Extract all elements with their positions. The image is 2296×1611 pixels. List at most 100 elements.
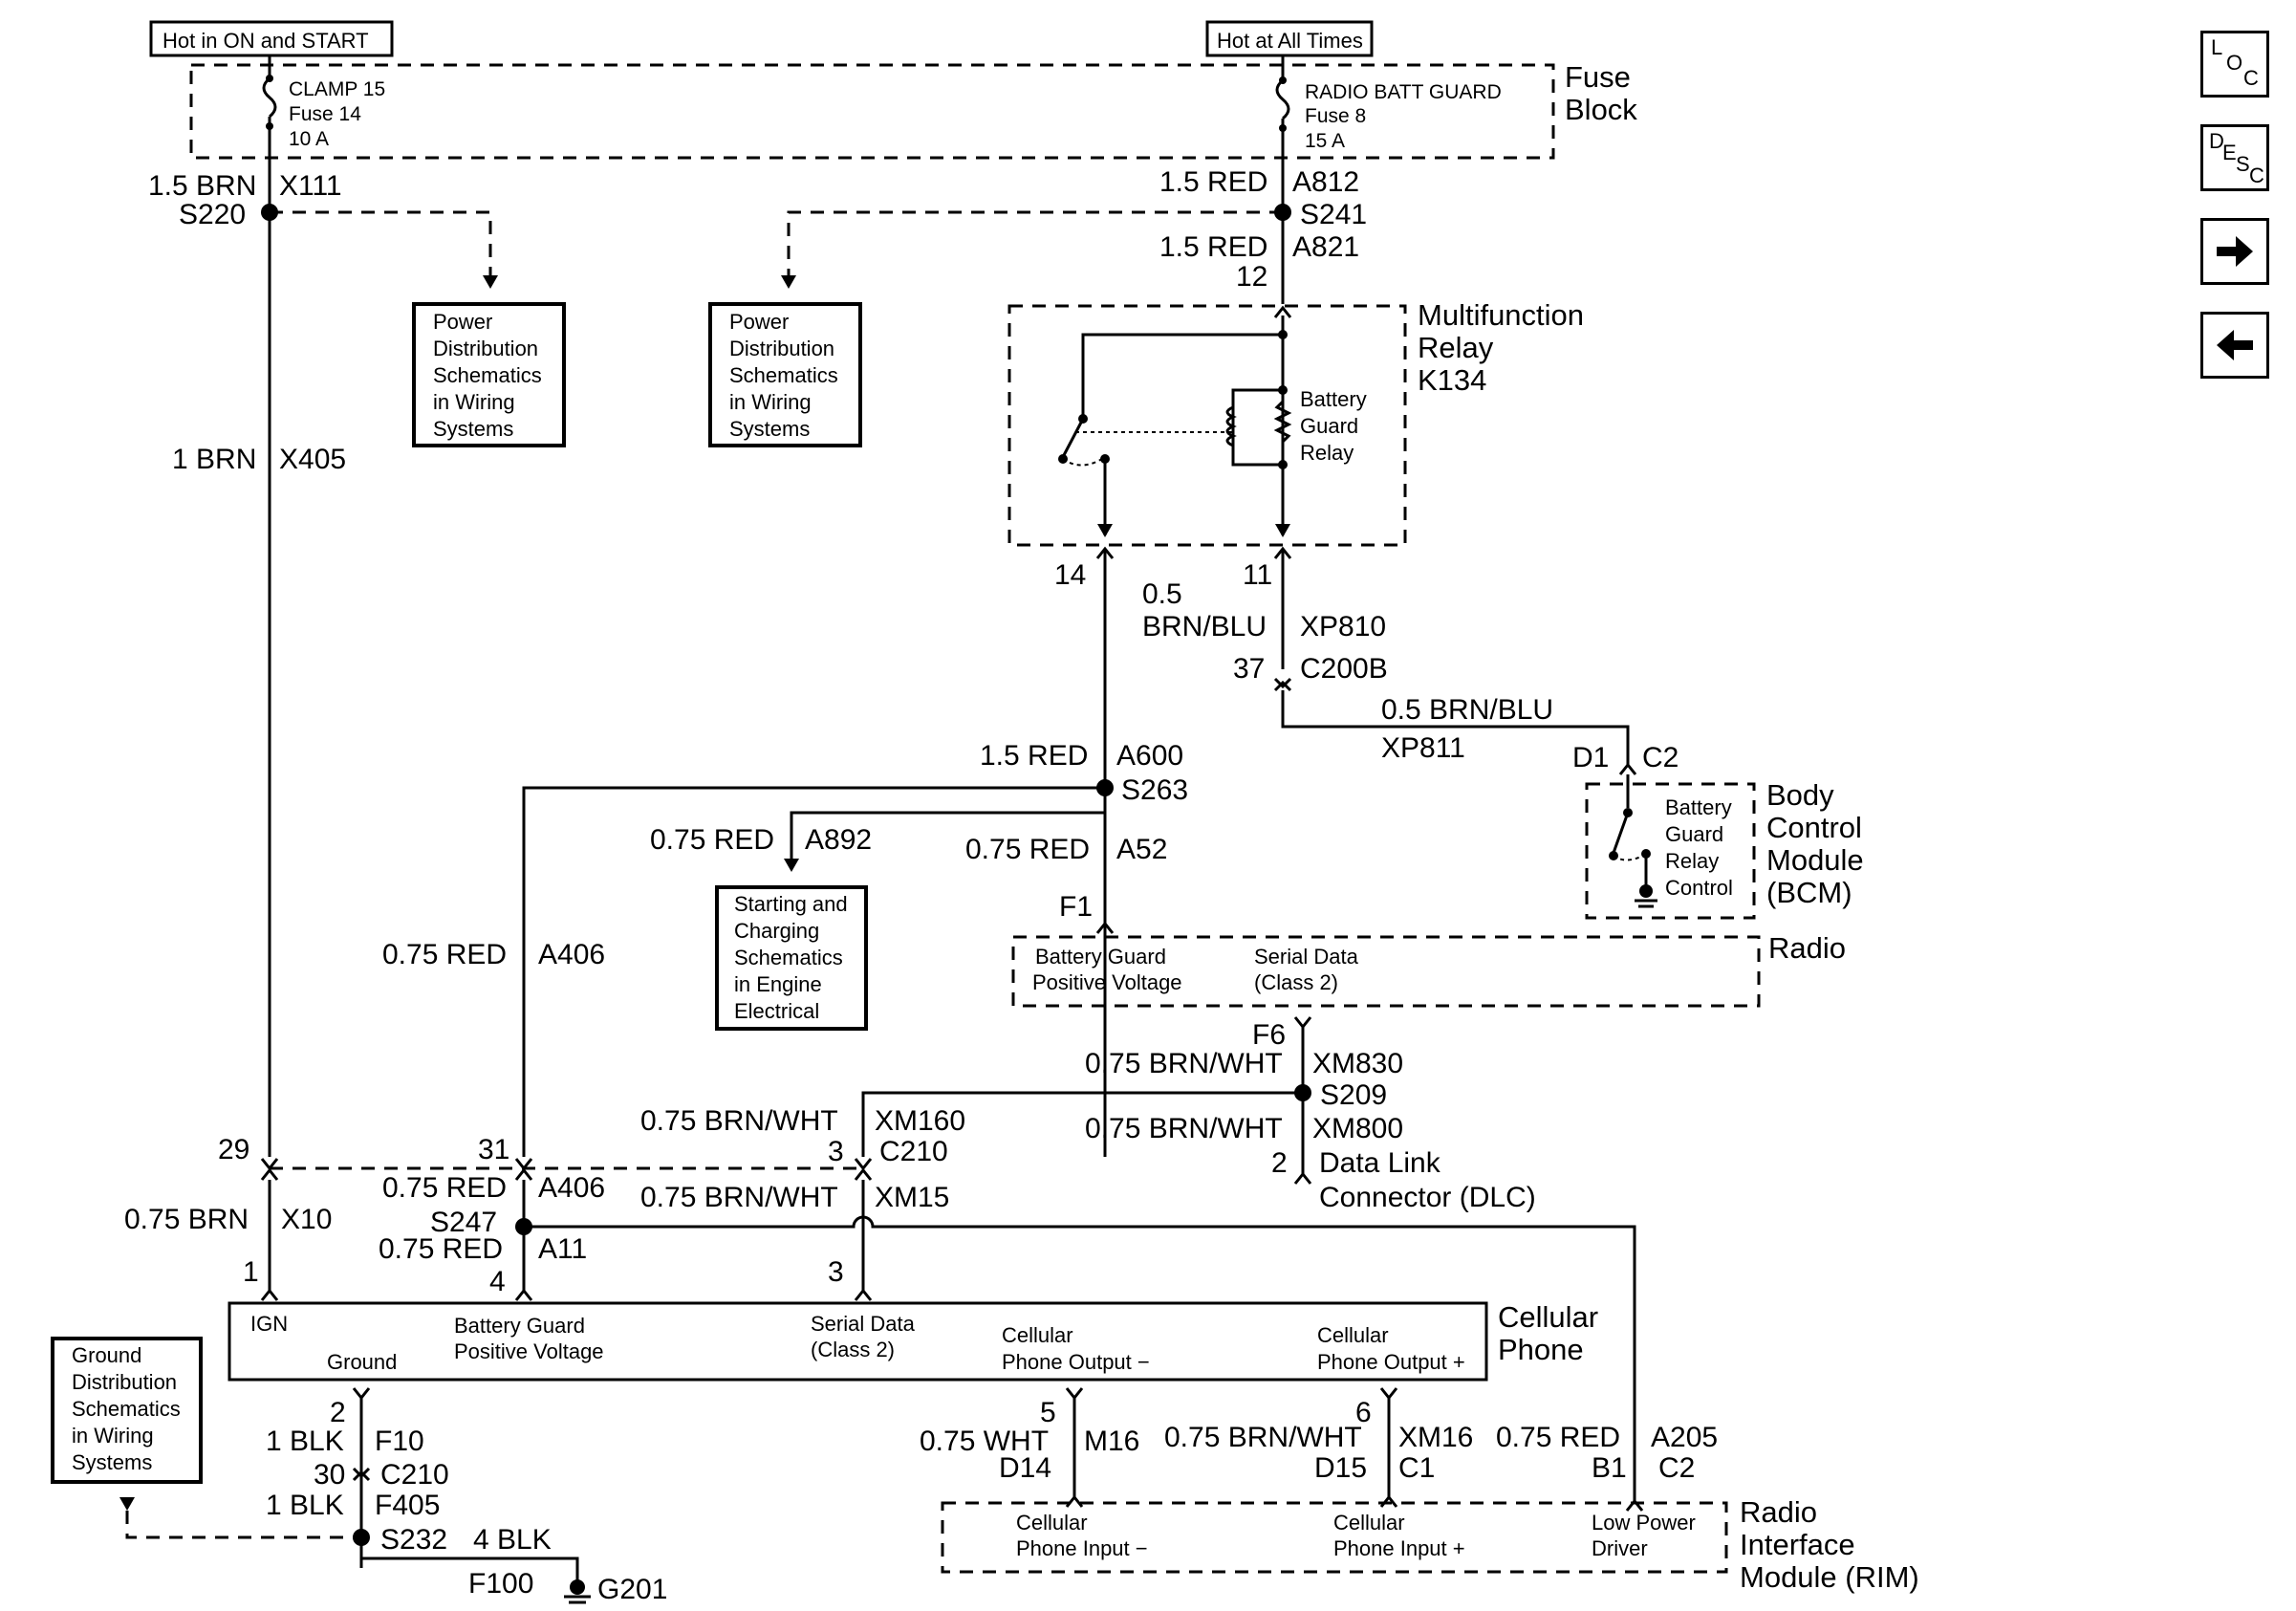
- pin-d14: D14: [999, 1452, 1051, 1484]
- ground-dist-box: [51, 1337, 203, 1484]
- wire-xp811: [1281, 690, 1630, 765]
- loc-letter-o: O: [2226, 51, 2243, 75]
- rim-in-m-2: Phone Input −: [1016, 1536, 1148, 1560]
- pin-12: 12: [1236, 261, 1267, 293]
- gd-line-5: Systems: [72, 1450, 152, 1474]
- circuit-a205: A205: [1651, 1422, 1718, 1453]
- rim-lpd-2: Driver: [1592, 1536, 1648, 1560]
- wire-label-15red-a: 1.5 RED: [1159, 166, 1267, 198]
- s241-dash-lead: [787, 210, 1283, 277]
- connector-c210-b: C210: [380, 1459, 449, 1491]
- pin-30: 30: [314, 1459, 345, 1491]
- pd2-line-5: Systems: [729, 417, 810, 441]
- relay-label-3: K134: [1418, 363, 1486, 397]
- gd-line-4: in Wiring: [72, 1424, 154, 1448]
- rim-in-p-2: Phone Input +: [1333, 1536, 1465, 1560]
- splice-s232: [353, 1529, 370, 1546]
- cp-bg-1: Battery Guard: [454, 1314, 585, 1338]
- sc-line-3: Schematics: [734, 946, 843, 969]
- desc-letter-c: C: [2249, 163, 2264, 187]
- wire-label-xm800: 0.75 BRN/WHT: [1085, 1113, 1283, 1144]
- splice-label-s209: S209: [1320, 1079, 1387, 1111]
- fuse-block-outline: [189, 63, 1555, 160]
- circuit-f405: F405: [375, 1490, 440, 1521]
- sc-line-5: Electrical: [734, 999, 819, 1023]
- desc-letter-e: E: [2222, 141, 2237, 164]
- rim-in-m-1: Cellular: [1016, 1511, 1088, 1535]
- wire-label-05: 0.5: [1142, 578, 1182, 610]
- circuit-xm16: XM16: [1398, 1422, 1473, 1453]
- battery-guard-relay: [1058, 316, 1292, 537]
- wire-label-brnblu: BRN/BLU: [1142, 611, 1267, 642]
- arrow-left-icon: [2217, 330, 2253, 360]
- wire-label-15red-c: 1.5 RED: [980, 740, 1088, 772]
- cp-sd-1: Serial Data: [811, 1312, 916, 1336]
- ground-g201-icon: [564, 1579, 591, 1604]
- splice-label-s247: S247: [430, 1207, 497, 1238]
- pd2-line-2: Distribution: [729, 337, 834, 360]
- bgrc-label-4: Control: [1665, 876, 1733, 900]
- circuit-a52: A52: [1116, 834, 1167, 865]
- pin-d15: D15: [1314, 1452, 1367, 1484]
- bcm-relay-control: [1609, 774, 1657, 908]
- bcm-label-3: Module: [1766, 843, 1864, 877]
- pin-3-cp: 3: [828, 1256, 844, 1288]
- wire-label-xm830: 0.75 BRN/WHT: [1085, 1048, 1283, 1079]
- fuse8-rating: 15 A: [1305, 130, 1345, 152]
- radio-label: Radio: [1768, 931, 1846, 965]
- starting-charging-box: [715, 885, 868, 1031]
- pd1-line-4: in Wiring: [433, 390, 515, 414]
- pin-4: 4: [489, 1266, 506, 1297]
- hot-all-times-label: Hot at All Times: [1217, 29, 1363, 53]
- connector-c210-a: C210: [879, 1136, 948, 1167]
- splice-label-s263: S263: [1121, 774, 1188, 806]
- prev-page-button[interactable]: [2200, 312, 2269, 379]
- circuit-xm800: XM800: [1312, 1113, 1403, 1144]
- circuit-a892: A892: [805, 824, 872, 856]
- pd1-line-3: Schematics: [433, 363, 542, 387]
- bcm-label-1: Body: [1766, 778, 1834, 812]
- cp-out-m-2: Phone Output −: [1002, 1350, 1150, 1374]
- desc-letter-d: D: [2209, 129, 2224, 153]
- circuit-a600: A600: [1116, 740, 1183, 772]
- pd2-line-3: Schematics: [729, 363, 838, 387]
- wire-label-a892: 0.75 RED: [650, 824, 774, 856]
- pin-f6: F6: [1252, 1019, 1286, 1051]
- pin-b1: B1: [1592, 1452, 1627, 1484]
- bcm-label-4: (BCM): [1766, 876, 1852, 909]
- next-page-button[interactable]: [2200, 218, 2269, 285]
- circuit-xp810: XP810: [1300, 611, 1386, 642]
- circuit-x405: X405: [279, 444, 346, 475]
- dlc-label-1: Data Link: [1319, 1147, 1441, 1179]
- relay-label-1: Multifunction: [1418, 298, 1584, 332]
- hot-on-start-box: [149, 20, 394, 57]
- gd-line-2: Distribution: [72, 1370, 177, 1394]
- radio-bg-1: Battery Guard: [1035, 945, 1166, 969]
- wire-label-1blk-a: 1 BLK: [266, 1426, 344, 1457]
- loc-button[interactable]: L O C: [2200, 31, 2269, 98]
- circuit-f100: F100: [468, 1568, 533, 1600]
- pin-d1: D1: [1572, 742, 1609, 773]
- cp-sd-2: (Class 2): [811, 1338, 895, 1361]
- desc-button[interactable]: D E S C: [2200, 124, 2269, 191]
- circuit-a11: A11: [538, 1233, 587, 1265]
- pin-2-gnd: 2: [330, 1397, 346, 1428]
- cp-label-1: Cellular: [1498, 1300, 1598, 1334]
- pin-29: 29: [218, 1134, 249, 1165]
- wire-label-xm16: 0.75 BRN/WHT: [1164, 1422, 1362, 1453]
- wire-label-075brn: 0.75 BRN: [124, 1204, 249, 1235]
- hot-on-start-label: Hot in ON and START: [162, 29, 369, 53]
- circuit-f10: F10: [375, 1426, 424, 1457]
- wire-label-a406b: 0.75 RED: [382, 1172, 507, 1204]
- circuit-a406b: A406: [538, 1172, 605, 1204]
- pin-1: 1: [243, 1256, 259, 1288]
- pd2-line-1: Power: [729, 310, 789, 334]
- fuse-8: [1275, 55, 1290, 158]
- splice-label-s241: S241: [1300, 199, 1367, 230]
- wire-f100: [361, 1557, 579, 1587]
- connector-c1: C1: [1398, 1452, 1435, 1484]
- wire-label-1brn: 1 BRN: [172, 444, 256, 475]
- pin-11: 11: [1243, 559, 1272, 591]
- rim-label-1: Radio: [1740, 1495, 1817, 1529]
